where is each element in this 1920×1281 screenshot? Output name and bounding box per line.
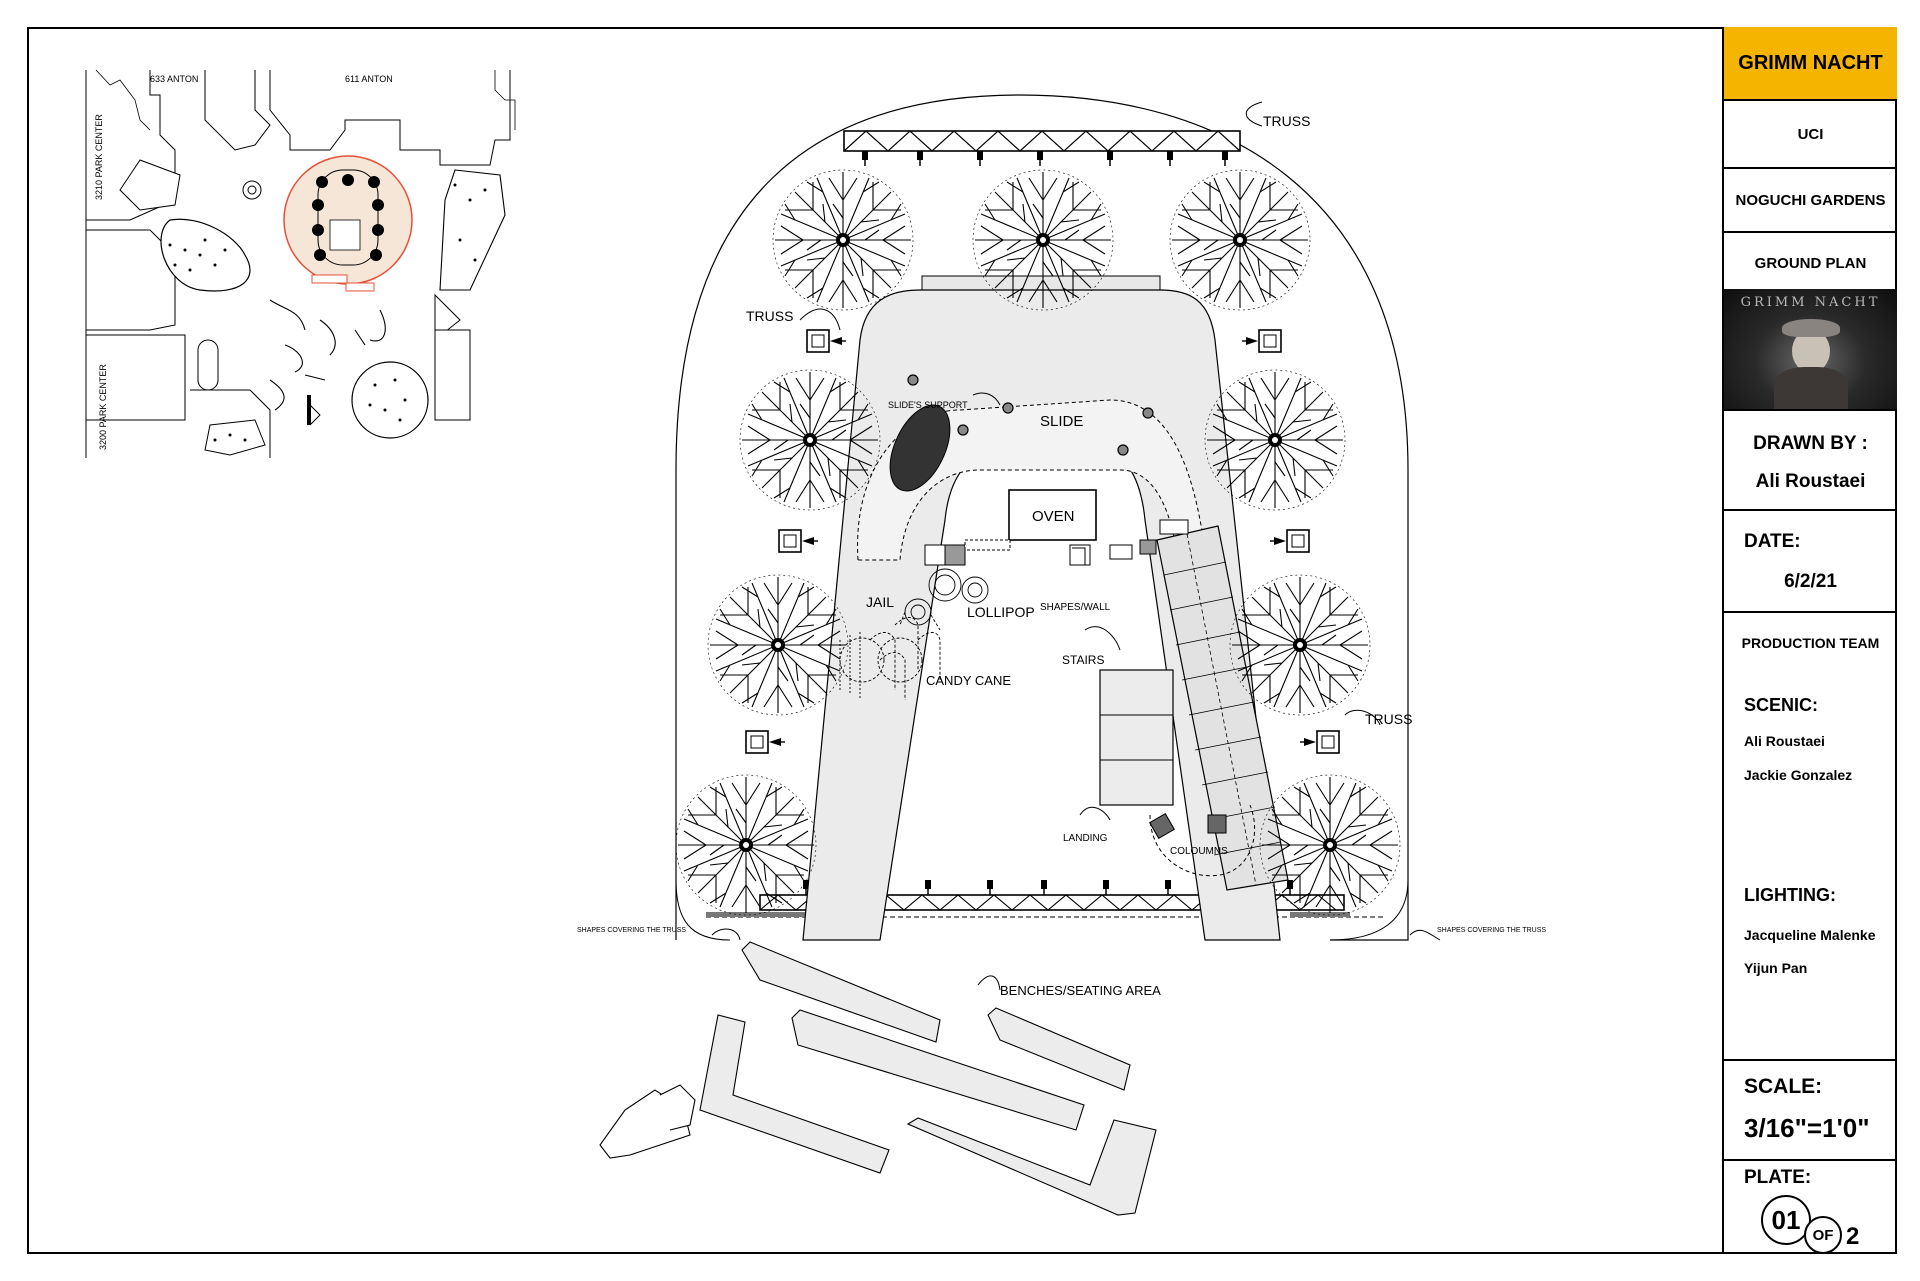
school-text: UCI [1797, 125, 1824, 143]
poster-figure-hair [1782, 319, 1840, 337]
label-landing: LANDING [1063, 833, 1108, 844]
scenic-label: SCENIC: [1744, 695, 1819, 715]
label-truss-left: TRUSS [746, 308, 793, 324]
label-candy-cane: CANDY CANE [926, 673, 1011, 688]
sheet-title-text: GROUND PLAN [1754, 254, 1867, 272]
plate-number: 01 [1771, 1204, 1801, 1235]
drawn-by-name: Ali Roustaei [1755, 471, 1866, 492]
production-team-label: PRODUCTION TEAM [1741, 635, 1880, 651]
scale-label: SCALE: [1744, 1075, 1823, 1098]
drawn-by-label: DRAWN BY : [1753, 433, 1868, 454]
shapes-wall [924, 539, 1157, 566]
label-stairs: STAIRS [1062, 653, 1104, 667]
sheet-title-cell: GROUND PLAN [1724, 233, 1897, 293]
plate-total: 2 [1846, 1223, 1860, 1250]
label-benches: BENCHES/SEATING AREA [1000, 983, 1161, 998]
drawing-sheet-border [27, 27, 1897, 1254]
venue-outline [675, 94, 1409, 941]
label-slides-support: SLIDE'S SUPPORT [888, 400, 968, 410]
plate-of-circle: OF [1804, 1216, 1842, 1254]
production-title: GRIMM NACHT [1724, 27, 1897, 101]
candy-props [839, 568, 989, 700]
plate-number-circle: 01 [1761, 1195, 1811, 1245]
oven [1008, 489, 1097, 541]
label-jail: JAIL [866, 594, 894, 610]
stairs [1099, 519, 1289, 891]
scale-value: 3/16"=1'0" [1744, 1113, 1870, 1143]
map-label-633-anton: 633 ANTON [150, 74, 198, 84]
truss-downstage [759, 879, 1345, 911]
site-location-map: 633 ANTON 611 ANTON 3210 PARK CENTER 320… [85, 69, 537, 458]
label-shapes-wall: SHAPES/WALL [1040, 602, 1111, 613]
map-label-3200-park-center: 3200 PARK CENTER [98, 364, 108, 450]
scenic-member-2: Jackie Gonzalez [1744, 767, 1853, 783]
school-cell: UCI [1724, 101, 1897, 169]
ground-plan-drawing: 633 ANTON 611 ANTON 3210 PARK CENTER 320… [85, 69, 1546, 1216]
title-block: GRIMM NACHT UCI NOGUCHI GARDENS GROUND P… [1722, 27, 1897, 1254]
map-label-3210-park-center: 3210 PARK CENTER [94, 114, 104, 200]
benches-seating-area [599, 941, 1157, 1216]
lighting-label: LIGHTING: [1744, 885, 1836, 905]
scenic-member-1: Ali Roustaei [1744, 733, 1825, 749]
date-value: 6/2/21 [1784, 571, 1837, 592]
column-right [1207, 814, 1227, 834]
drawn-by-cell: DRAWN BY : Ali Roustaei [1724, 411, 1897, 511]
poster-title: GRIMM NACHT [1740, 295, 1881, 310]
label-shapes-covering-truss-left: SHAPES COVERING THE TRUSS [577, 927, 686, 934]
plate-of: OF [1812, 1226, 1834, 1244]
label-truss-right: TRUSS [1365, 711, 1412, 727]
poster-figure-body [1774, 367, 1848, 409]
landing-outline [1149, 804, 1255, 877]
column-left [1149, 813, 1175, 839]
lighting-member-2: Yijun Pan [1744, 960, 1808, 976]
label-lollipop: LOLLIPOP [967, 604, 1035, 620]
poster-image: GRIMM NACHT [1724, 289, 1897, 411]
date-label: DATE: [1744, 531, 1801, 552]
map-label-611-anton: 611 ANTON [345, 74, 393, 84]
lighting-member-1: Jacqueline Malenke [1744, 927, 1876, 943]
label-shapes-covering-truss-right: SHAPES COVERING THE TRUSS [1437, 927, 1546, 934]
label-slide: SLIDE [1040, 413, 1083, 430]
plate-label: PLATE: [1744, 1167, 1812, 1188]
plate-cell: PLATE: 01 OF 2 [1724, 1161, 1897, 1254]
production-title-text: GRIMM NACHT [1738, 51, 1883, 74]
label-columns: COLOUMNS [1170, 846, 1228, 857]
leader-lines [711, 101, 1441, 991]
date-cell: DATE: 6/2/21 [1724, 511, 1897, 613]
truss-upstage [843, 130, 1241, 167]
scale-cell: SCALE: 3/16"=1'0" [1724, 1061, 1897, 1161]
label-oven: OVEN [1032, 508, 1075, 525]
venue-text: NOGUCHI GARDENS [1735, 191, 1886, 209]
slide-support-ellipse [889, 404, 951, 492]
production-team-cell: PRODUCTION TEAM SCENIC: Ali Roustaei Jac… [1724, 613, 1897, 1061]
label-truss-top: TRUSS [1263, 113, 1310, 129]
venue-cell: NOGUCHI GARDENS [1724, 169, 1897, 233]
